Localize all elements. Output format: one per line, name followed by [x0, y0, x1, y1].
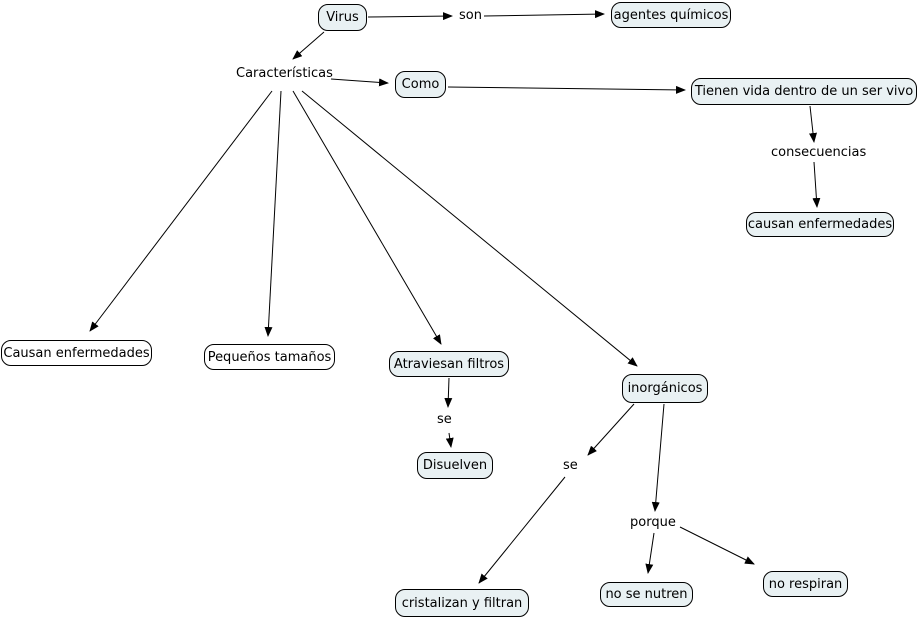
edge-caracteristicas-pequenos-tamanos [264, 90, 282, 337]
edge-caracteristicas-inorganicos [301, 90, 638, 367]
node-causan-enfermedades-consecuencia[interactable]: causan enfermedades [746, 212, 894, 237]
edge-inorganicos-porque [651, 403, 665, 512]
edge-se-cristalizan-filtran [478, 476, 566, 584]
edge-caracteristicas-atraviesan-filtros [292, 90, 442, 345]
edge-caracteristicas-causan-enfermedades [89, 90, 273, 332]
node-causan-enfermedades[interactable]: Causan enfermedades [1, 340, 152, 366]
node-como[interactable]: Como [395, 71, 446, 98]
node-agentes-quimicos[interactable]: agentes químicos [611, 2, 731, 28]
edge-como-tienen-vida [447, 85, 686, 94]
node-inorganicos[interactable]: inorgánicos [622, 374, 708, 403]
edge-virus-caracteristicas [292, 31, 325, 60]
edge-inorganicos-se [587, 403, 635, 456]
edge-virus-son [367, 12, 453, 21]
node-atraviesan-filtros[interactable]: Atraviesan filtros [389, 351, 509, 377]
edge-se-disuelven [445, 432, 454, 448]
edge-son-agentes-quimicos [483, 10, 605, 19]
edge-porque-no-se-nutren [645, 532, 655, 574]
node-virus[interactable]: Virus [318, 4, 367, 31]
link-label-caracteristicas[interactable]: Características [236, 66, 333, 81]
link-label-se-cristalizan[interactable]: se [563, 458, 578, 473]
edge-consecuencias-causan-enfermedades [812, 161, 821, 208]
node-cristalizan-filtran[interactable]: cristalizan y filtran [395, 589, 529, 617]
node-disuelven[interactable]: Disuelven [417, 452, 493, 479]
edge-porque-no-respiran [679, 526, 755, 565]
node-no-respiran[interactable]: no respiran [763, 571, 848, 597]
link-label-se-disuelven[interactable]: se [437, 412, 452, 427]
edge-tienen-vida-consecuencias [809, 105, 817, 143]
node-tienen-vida[interactable]: Tienen vida dentro de un ser vivo [691, 78, 917, 105]
link-label-son[interactable]: son [459, 8, 482, 23]
link-label-consecuencias[interactable]: consecuencias [771, 145, 867, 160]
edge-caracteristicas-como [330, 78, 389, 87]
node-pequenos-tamanos[interactable]: Pequeños tamaños [204, 344, 335, 370]
node-no-se-nutren[interactable]: no se nutren [600, 582, 693, 607]
link-label-porque[interactable]: porque [630, 515, 676, 530]
edge-atraviesan-filtros-se [444, 377, 453, 408]
